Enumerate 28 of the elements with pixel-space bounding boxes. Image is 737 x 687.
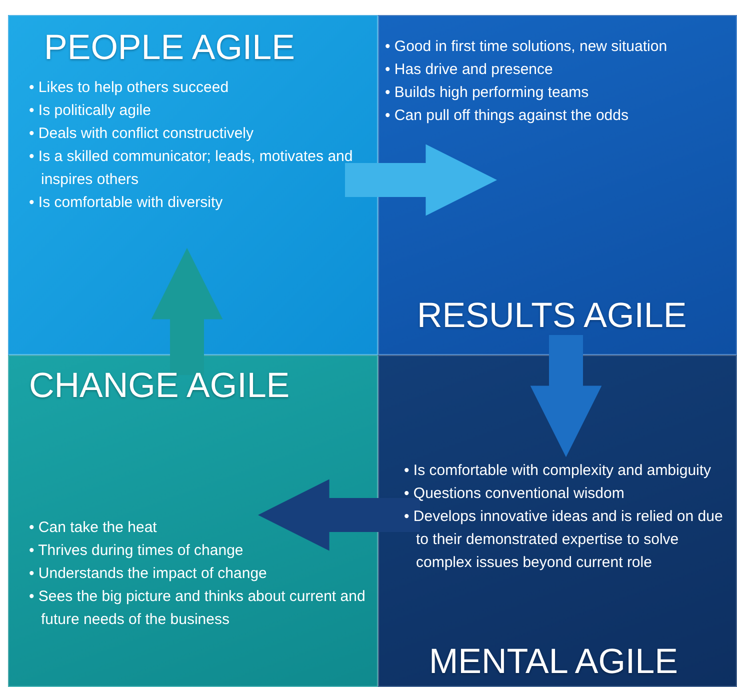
bullet-item: • Deals with conflict constructively (29, 124, 254, 144)
quadrant-title: RESULTS AGILE (417, 296, 687, 336)
quadrant-title: MENTAL AGILE (429, 642, 678, 682)
block-arrow (151, 248, 223, 375)
bullet-item: • Builds high performing teams (385, 83, 590, 103)
quadrant-panel (8, 15, 378, 355)
bullet-item: • Good in first time solutions, new situation (385, 37, 668, 57)
bullet-item: • Develops innovative ideas and is relied on due to their demonstrated expertise to solve complex issues beyond current role (404, 507, 724, 573)
bullet-item: • Understands the impact of change (29, 564, 268, 584)
quadrant-panel (8, 355, 378, 687)
quadrant-panel (378, 15, 737, 355)
bullet-item: • Has drive and presence (385, 60, 554, 80)
bullet-item: • Is comfortable with complexity and ambiguity (404, 461, 712, 481)
quadrant-title: CHANGE AGILE (29, 366, 290, 406)
bullet-item: • Is politically agile (29, 101, 152, 121)
block-arrow (345, 144, 498, 216)
bullet-item: • Is a skilled communicator; leads, motivates and inspires others (29, 147, 354, 190)
bullet-item: • Sees the big picture and thinks about current and future needs of the business (29, 587, 366, 630)
bullet-item: • Can take the heat (29, 518, 158, 538)
block-arrow (530, 335, 602, 458)
bullet-item: • Likes to help others succeed (29, 78, 230, 98)
bullet-item: • Thrives during times of change (29, 541, 244, 561)
quadrant-title: PEOPLE AGILE (44, 28, 295, 68)
bullet-item: • Is comfortable with diversity (29, 193, 224, 213)
block-arrow (258, 479, 420, 551)
quadrant-panel (378, 355, 737, 687)
bullet-item: • Can pull off things against the odds (385, 106, 630, 126)
bullet-item: • Questions conventional wisdom (404, 484, 626, 504)
